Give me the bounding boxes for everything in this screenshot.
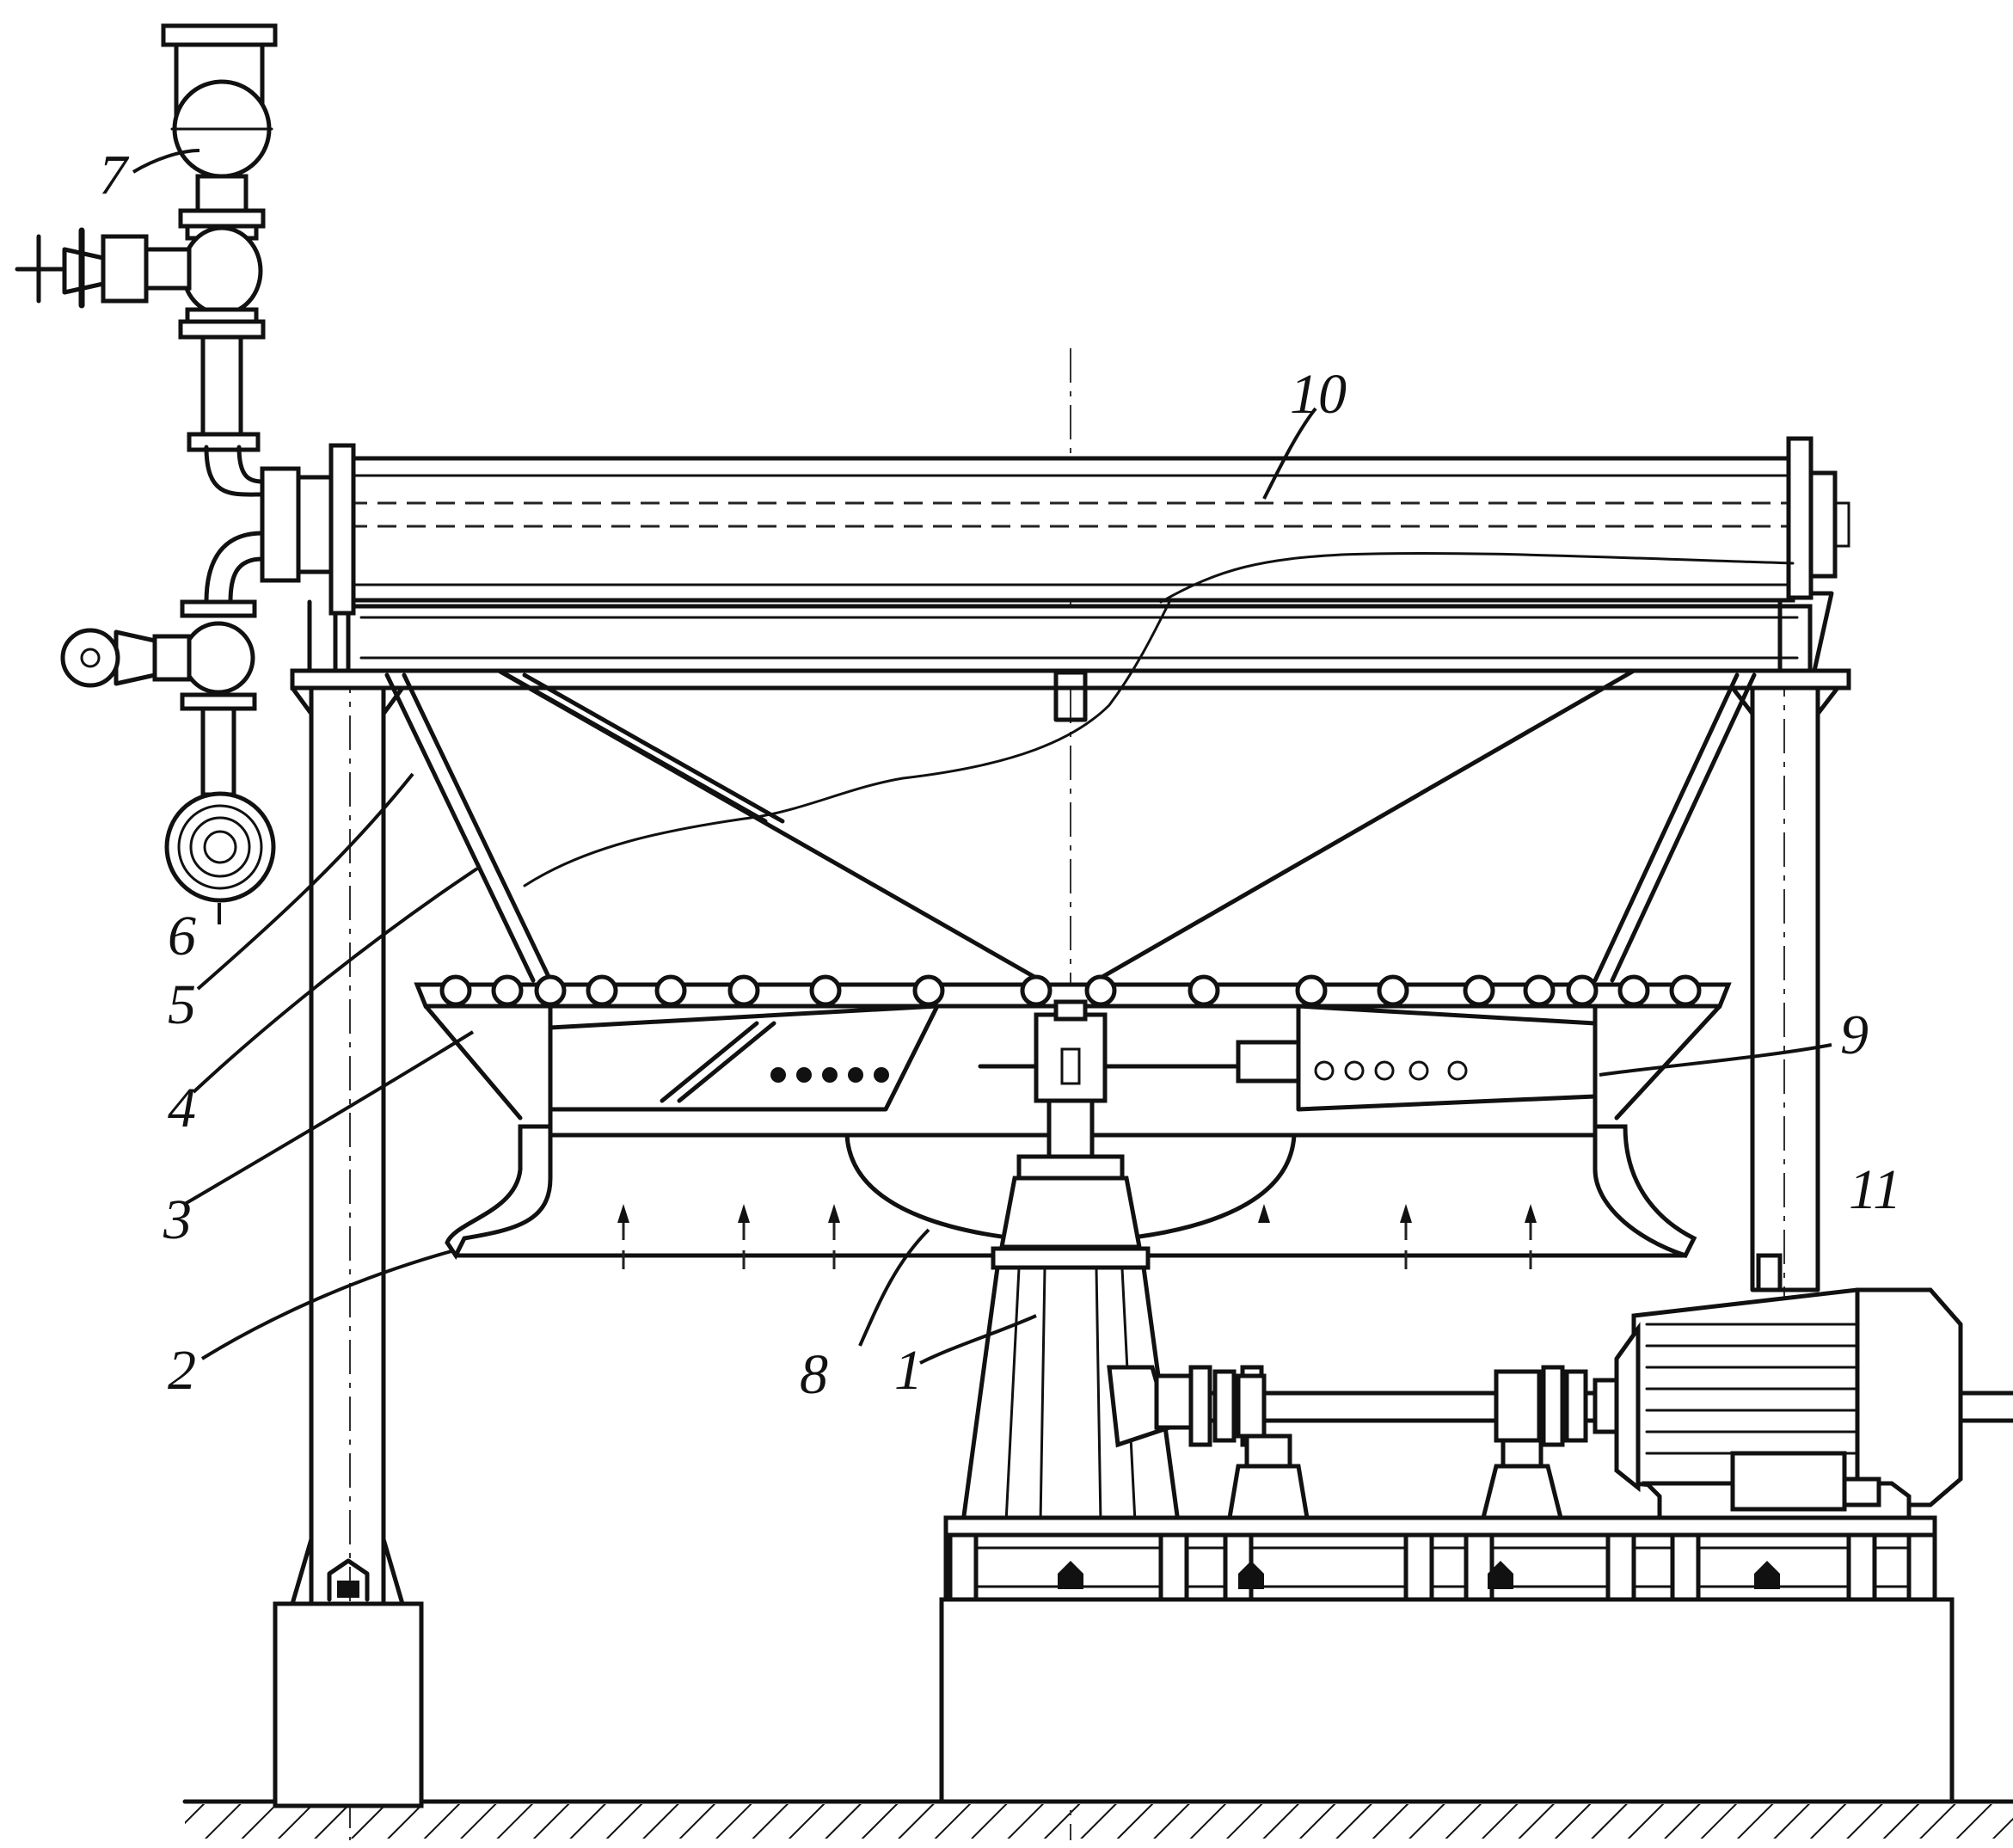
label-5: 5 [168,973,196,1036]
left-holes [770,1067,889,1083]
label-4: 4 [168,1077,196,1139]
label-3: 3 [163,1188,192,1251]
ground [182,1799,2013,1839]
label-11: 11 [1849,1158,1901,1221]
label-6: 6 [168,905,196,967]
rotating-trough [414,974,1732,1273]
left-column [273,685,424,1808]
label-10: 10 [1290,363,1347,426]
label-9: 9 [1840,1004,1869,1066]
right-holes [1314,1060,1468,1081]
electric-motor [1614,1253,1963,1520]
top-frame [290,591,1851,722]
label-1: 1 [894,1339,923,1402]
base-anchors [948,1532,1937,1602]
leader-lines [132,149,1832,1365]
labels: 1 2 3 4 5 6 7 8 9 10 11 [99,144,1901,1406]
rim-rollers [439,974,1702,1007]
base-frame [939,1515,1955,1804]
flow-arrows [617,1204,1537,1273]
drive-column [960,1154,1181,1525]
label-2: 2 [168,1339,196,1402]
label-7: 7 [99,144,130,206]
label-8: 8 [800,1343,828,1406]
filter-pipe [328,436,1850,616]
inlet-piping [15,23,334,903]
brace-rods [384,600,1757,983]
